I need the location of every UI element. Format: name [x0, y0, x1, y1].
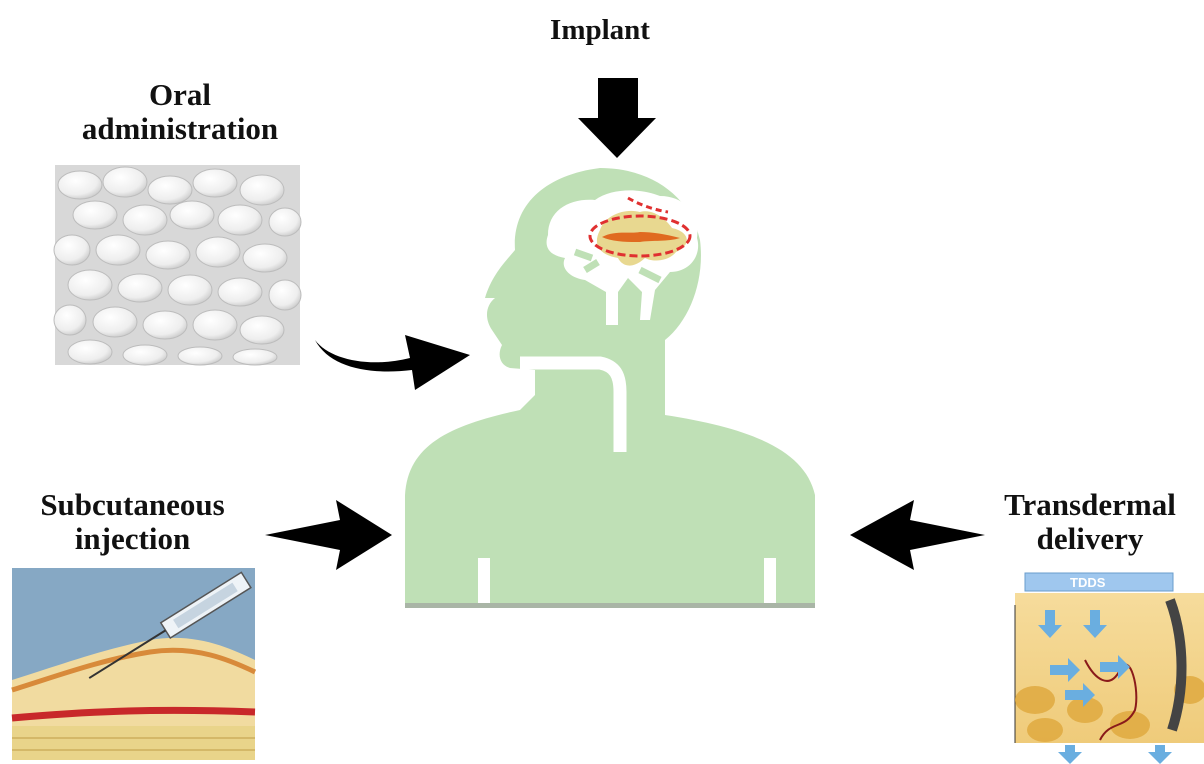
left-arm-gap: [478, 558, 490, 605]
implant-arrow: [578, 78, 656, 158]
syringe-skin-image: [12, 568, 255, 760]
tdds-label: TDDS: [1070, 575, 1106, 590]
transdermal-skin-image: TDDS: [1015, 573, 1204, 764]
transdermal-arrow: [850, 500, 985, 570]
body-baseline: [405, 603, 815, 608]
pills-image: [54, 165, 301, 365]
right-arm-gap: [764, 558, 776, 605]
subcutaneous-arrow: [265, 500, 392, 570]
oral-arrow: [315, 335, 470, 390]
